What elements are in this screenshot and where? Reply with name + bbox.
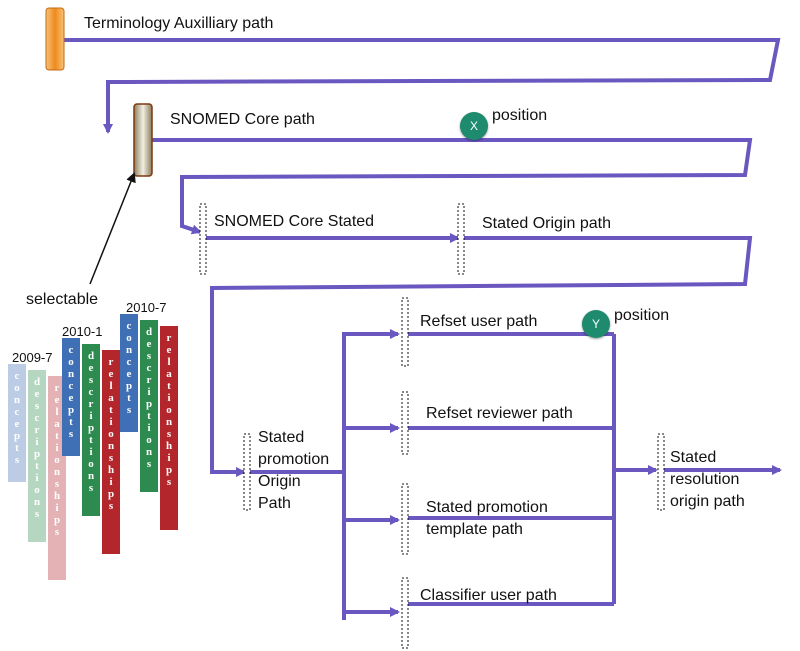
selectable-label: selectable [26, 291, 99, 308]
position-label-x: position [492, 107, 548, 124]
classifier-user-label: Classifier user path [420, 587, 557, 604]
stated-promotion-template-label-2: template path [426, 521, 523, 538]
refset-reviewer-label: Refset reviewer path [426, 405, 573, 422]
snomed-core-bar [133, 103, 153, 177]
stated-promotion-origin-label-2: promotion [258, 451, 330, 468]
stated-promotion-origin-label-4: Path [258, 495, 291, 512]
selectable-arrow [89, 172, 136, 285]
terminology-aux-label: Terminology Auxilliary path [84, 15, 274, 32]
promotion-branches [248, 329, 782, 620]
stated-paths [206, 233, 753, 477]
terminology-aux-bar [45, 7, 65, 71]
refset-user-label: Refset user path [420, 313, 538, 330]
stated-resolution-label-1: Stated [670, 449, 717, 466]
position-label-y: position [614, 307, 670, 324]
position-marker-y: Y [582, 310, 610, 338]
snomed-core-path [152, 138, 753, 235]
release-year-2009-7: 2009-7 [12, 350, 53, 365]
release-year-2010-7: 2010-7 [126, 300, 167, 315]
stated-resolution-label-2: resolution [670, 471, 740, 488]
snomed-core-label: SNOMED Core path [170, 111, 315, 128]
release-year-2010-1: 2010-1 [62, 324, 103, 339]
origin-markers [199, 203, 665, 649]
stated-promotion-origin-label-3: Origin [258, 473, 301, 490]
stated-promotion-origin-label-1: Stated [258, 429, 305, 446]
position-marker-x: X [460, 112, 488, 140]
stated-promotion-template-label-1: Stated promotion [426, 499, 548, 516]
snomed-core-stated-label: SNOMED Core Stated [214, 213, 375, 230]
stated-resolution-label-3: origin path [670, 493, 745, 510]
terminology-aux-path [62, 38, 781, 134]
stated-origin-label: Stated Origin path [482, 215, 611, 232]
